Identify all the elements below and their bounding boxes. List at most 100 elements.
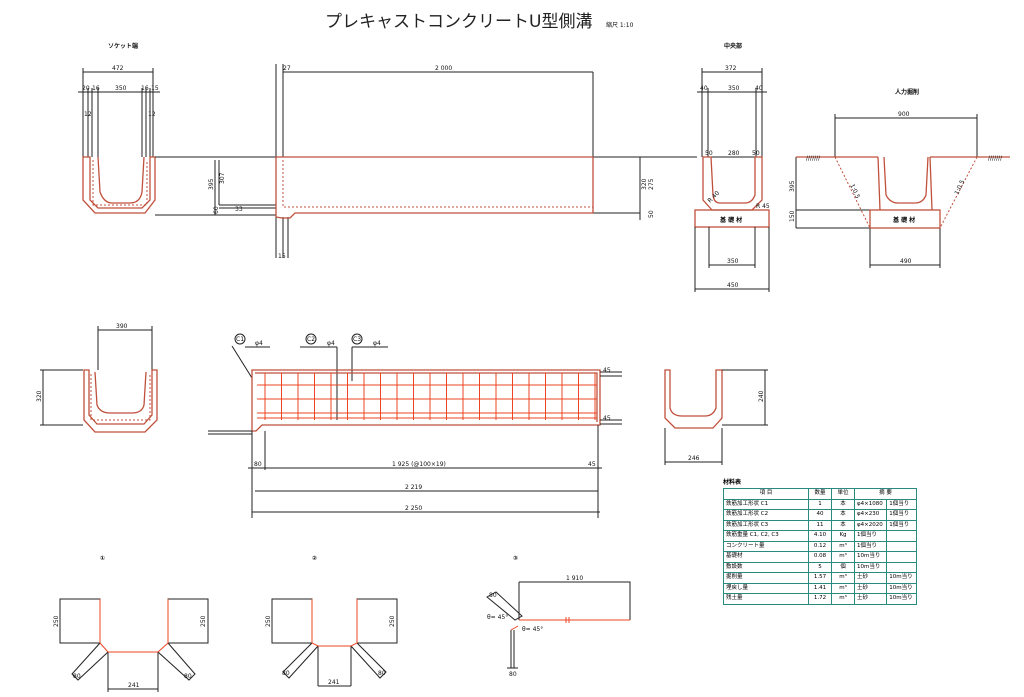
table-cell: 1.57 (808, 572, 832, 584)
right-section: 240 246 (664, 369, 768, 465)
center-section: 中央部 372 40 350 40 50 280 50 R 40 R 45 基 … (694, 42, 770, 292)
ground-hatch: /////// (806, 155, 821, 162)
table-cell: 1.41 (808, 582, 832, 594)
view-label-manual-excavation: 人力掘削 (895, 88, 919, 96)
side-elevation: 27 2 000 15 320 275 50 (275, 64, 697, 260)
dim-socket-width: 472 (112, 65, 124, 72)
dim: 1 910 (566, 575, 583, 582)
table-cell (886, 551, 917, 563)
dim: φ4 (327, 340, 335, 347)
table-header: 摘 要 (854, 488, 917, 500)
table-cell: 土砂 (853, 572, 888, 584)
dim: 395 (208, 178, 215, 190)
table-cell: 1個当り (853, 530, 888, 542)
dim: 40 (755, 85, 763, 92)
dim: 50 (752, 150, 760, 157)
table-cell: 1個当り (886, 509, 917, 521)
table-cell: 掘削量 (723, 572, 809, 584)
table-cell: 鉄筋加工形状 C3 (723, 519, 809, 531)
dim: 20 (82, 85, 90, 92)
table-cell: 鉄筋加工形状 C1 (723, 498, 809, 510)
table-cell: 本 (831, 509, 855, 521)
table-header: 単位 (831, 488, 855, 500)
dim: 241 (128, 682, 140, 689)
dim: θ= 45° (522, 626, 543, 633)
table-cell: コンクリート量 (723, 540, 809, 552)
dim-length-top: 2 000 (435, 65, 452, 72)
table-cell: 11 (808, 519, 832, 531)
view-label-socket-end: ソケット端 (108, 42, 138, 50)
table-cell: 土砂 (853, 593, 888, 605)
dim: 1:0.5 (953, 179, 966, 196)
table-cell: 1個当り (886, 519, 917, 531)
table-cell: 0.08 (808, 551, 832, 563)
table-cell: Kg (831, 530, 855, 542)
table-cell: 1.72 (808, 593, 832, 605)
table-cell: m³ (831, 551, 855, 563)
dim: θ= 45° (487, 614, 508, 621)
rebar-mark-c3 (351, 333, 363, 345)
table-cell: 鉄筋加工形状 C2 (723, 509, 809, 521)
table-header-row: 項 目 数量 単位 摘 要 (723, 488, 917, 500)
dim-rebar-spacing: 1 925 (@100×19) (392, 461, 446, 468)
rebar-mark-label: C2 (307, 336, 315, 343)
dim: 80 (282, 670, 290, 677)
table-cell: 10m当り (853, 561, 888, 573)
ground-hatch: /////// (988, 155, 1003, 162)
dim: φ4 (373, 340, 381, 347)
rebar-grid (257, 373, 597, 420)
dim: 320 (641, 178, 648, 190)
rebar-mark-label: C3 (353, 336, 361, 343)
dim-rebar-length: 2 219 (405, 484, 422, 491)
dim: 307 (219, 172, 226, 184)
socket-end-section: ソケット端 472 20 16 350 16 15 12 12 395 307 … (78, 42, 276, 216)
dim: 60 (213, 206, 220, 214)
table-cell: 10m当り (853, 551, 888, 563)
table-cell (886, 561, 917, 573)
dim: 150 (789, 210, 796, 222)
table-header: 数量 (808, 488, 832, 500)
dim: 275 (648, 178, 655, 190)
bar-shape-2: ② 250 250 80 80 241 (265, 555, 398, 687)
dim: 80 (254, 461, 262, 468)
table-cell: 10m当り (886, 582, 917, 594)
dim: 372 (725, 65, 737, 72)
dim: 40 (700, 85, 708, 92)
view-label-bar3: ③ (513, 555, 518, 562)
bar-shape-1: ① 250 250 80 80 241 (53, 555, 209, 692)
dim: 45 (588, 461, 596, 468)
table-cell: φ4×1080 (853, 498, 888, 510)
dim: 250 (53, 615, 60, 627)
dim: R 45 (756, 203, 770, 210)
dim: 80 (489, 592, 497, 599)
view-label-bar2: ② (312, 555, 317, 562)
dim: 27 (283, 65, 291, 72)
dim: 395 (789, 180, 796, 192)
table-cell: 10m当り (886, 572, 917, 584)
dim: 250 (389, 615, 396, 627)
table-cell: m³ (831, 593, 855, 605)
dim: R 40 (706, 190, 721, 205)
dim: 246 (688, 455, 700, 462)
dim: 900 (898, 111, 910, 118)
dim: 16 (141, 85, 149, 92)
table-header: 項 目 (723, 488, 809, 500)
dim: 80 (509, 671, 517, 678)
rebar-elevation: C1 φ4 C2 φ4 C3 φ4 45 45 80 1 925 (@100×1… (208, 333, 622, 518)
dim: 45 (603, 367, 611, 374)
dim: 490 (900, 258, 912, 265)
dim: 12 (148, 111, 156, 118)
dim: 15 (278, 253, 286, 260)
dim: 280 (728, 150, 740, 157)
table-cell: 0.12 (808, 540, 832, 552)
table-cell: m³ (831, 572, 855, 584)
table-cell: 40 (808, 509, 832, 521)
